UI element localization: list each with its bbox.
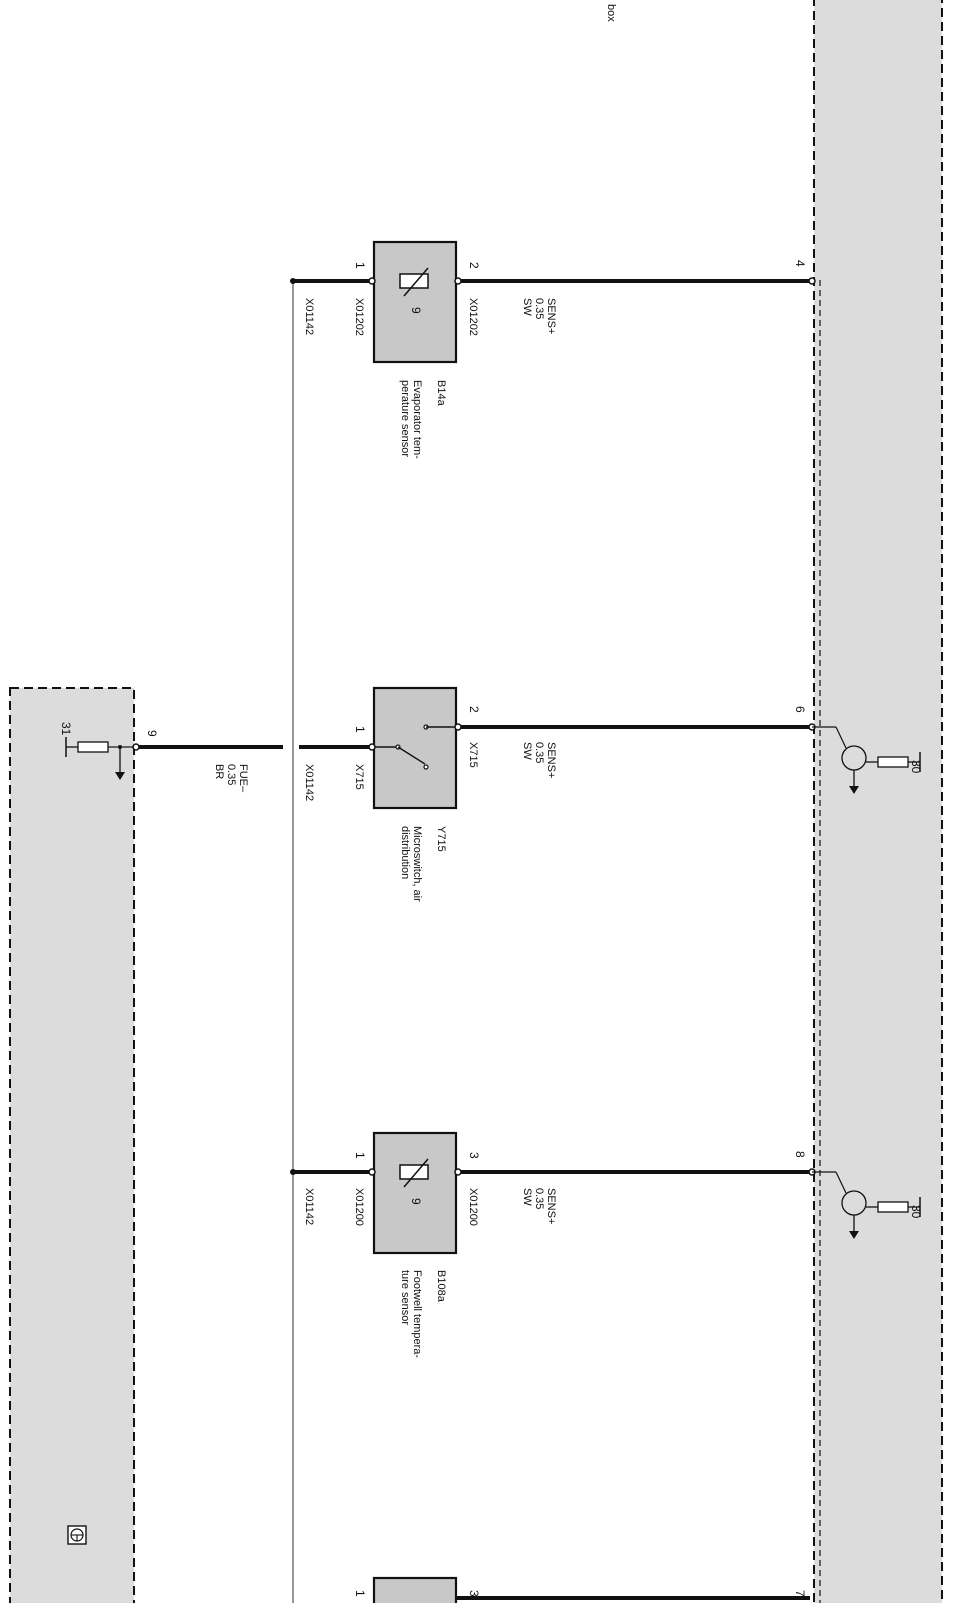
b14a-connector-out: X01202: [467, 298, 479, 336]
b14a-wire-signal: SENS+: [545, 298, 557, 334]
y715-wire-color: SW: [521, 742, 533, 760]
svg-text:9: 9: [409, 307, 423, 314]
vehicle-ground-icon: [67, 1525, 87, 1545]
ground-module-pin: 9: [145, 730, 159, 737]
b108a-name-line1: Footwell tempera-: [411, 1270, 423, 1358]
supply-label-30b: 30: [909, 1205, 923, 1219]
common-connector-label-2: X01142: [303, 764, 315, 801]
y715-pin-out: 2: [467, 706, 481, 713]
y715-name-line1: Microswitch, air: [411, 826, 423, 902]
ground-label-31: 31: [59, 722, 73, 736]
ground-wire-gauge: 0.35: [225, 764, 237, 785]
b14a-pin-in: 1: [353, 262, 367, 269]
header-fragment: box: [605, 4, 617, 22]
module-pin-6: 6: [793, 706, 807, 713]
ground-circuit: [65, 737, 134, 780]
module-pin-7: 7: [793, 1590, 807, 1597]
y715-connector-out: X715: [467, 742, 479, 768]
y715-pin-in: 1: [353, 726, 367, 733]
b14a-wire-color: SW: [521, 298, 533, 316]
module-pin-4: 4: [793, 260, 807, 267]
supply-label-30a: 30: [909, 760, 923, 774]
component-b108a: 9: [290, 1131, 816, 1255]
svg-text:9: 9: [409, 1198, 423, 1205]
control-module: [813, 0, 943, 1608]
b14a-connector-in: X01202: [353, 298, 365, 336]
b14a-name-line2: perature sensor: [399, 380, 411, 457]
y715-wire-gauge: 0.35: [533, 742, 545, 763]
b108a-id: B108a: [435, 1270, 447, 1303]
partial-pin-out: 3: [467, 1590, 481, 1597]
transistor-driver-1: [812, 726, 921, 794]
b14a-id: B14a: [435, 380, 447, 407]
b108a-connector-in: X01200: [353, 1188, 365, 1226]
y715-wire-signal: SENS+: [545, 742, 557, 778]
common-connector-label-1: X01142: [303, 298, 315, 335]
y715-id: Y715: [435, 826, 447, 852]
b108a-pin-in: 1: [353, 1152, 367, 1159]
b108a-name-line2: ture sensor: [399, 1270, 411, 1325]
b14a-name-line1: Evaporator tem-: [411, 380, 423, 459]
component-b14a: 9: [290, 240, 816, 364]
b108a-wire-color: SW: [521, 1188, 533, 1206]
transistor-driver-2: [812, 1171, 921, 1239]
ground-wire-signal: FUE–: [237, 764, 249, 793]
component-y715: [132, 686, 816, 810]
y715-name-line2: distribution: [399, 826, 411, 879]
b108a-connector-out: X01200: [467, 1188, 479, 1226]
b108a-pin-out: 3: [467, 1152, 481, 1159]
b108a-wire-signal: SENS+: [545, 1188, 557, 1224]
component-partial: [372, 1576, 810, 1608]
b108a-wire-gauge: 0.35: [533, 1188, 545, 1209]
ground-module: [9, 687, 135, 1608]
partial-pin-in: 1: [353, 1590, 367, 1597]
b14a-pin-out: 2: [467, 262, 481, 269]
common-connector-label-3: X01142: [303, 1188, 315, 1225]
b14a-wire-gauge: 0.35: [533, 298, 545, 319]
module-pin-8: 8: [793, 1151, 807, 1158]
y715-connector-in: X715: [353, 764, 365, 790]
ground-wire-color: BR: [213, 764, 225, 779]
